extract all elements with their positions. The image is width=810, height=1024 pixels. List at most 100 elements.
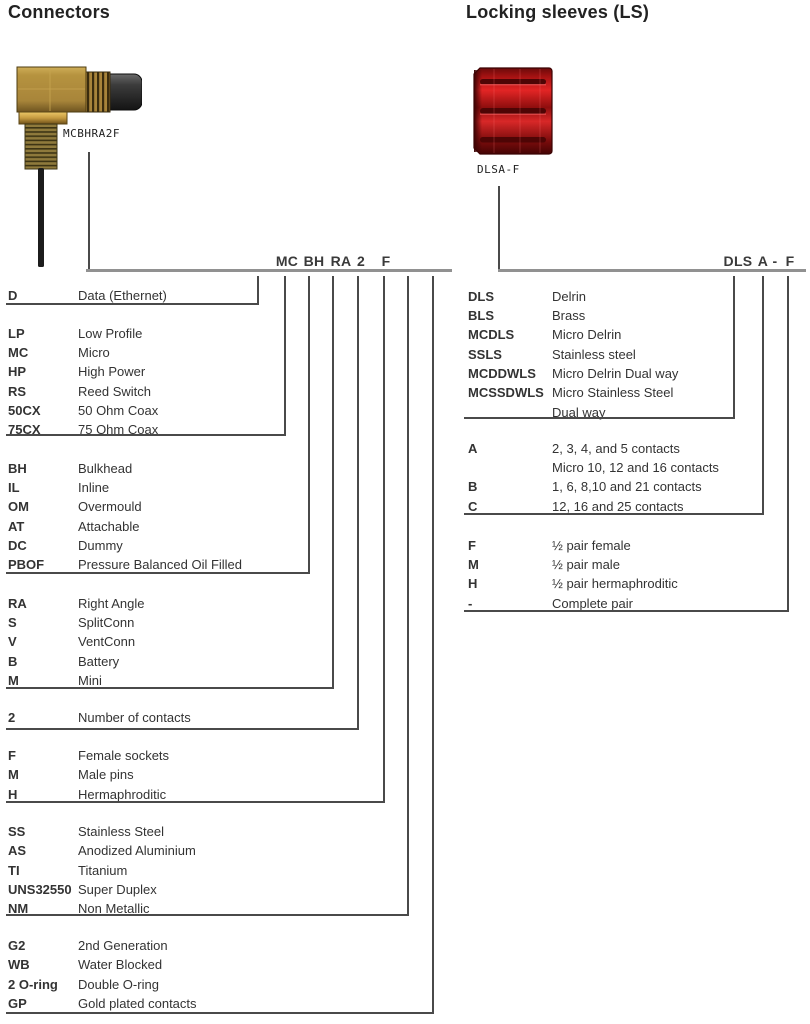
- code-cell: RS: [8, 383, 27, 399]
- code-cell: MCSSDWLS: [468, 385, 544, 401]
- desc-cell: Water Blocked: [78, 957, 163, 973]
- code-cell: A: [468, 440, 478, 456]
- code-cell: M: [8, 672, 19, 688]
- group-underline: [6, 913, 409, 916]
- desc-cell: 12, 16 and 25 contacts: [552, 498, 684, 514]
- code-cell: BLS: [468, 307, 494, 323]
- locking-sleeve-image-label: DLSA-F: [477, 163, 520, 176]
- desc-cell: Dual way: [552, 404, 606, 420]
- part-code-segment: RA: [330, 253, 352, 269]
- desc-cell: ½ pair hermaphroditic: [552, 576, 678, 592]
- code-cell: OM: [8, 499, 29, 515]
- desc-cell: ½ pair female: [552, 537, 631, 553]
- desc-cell: Titanium: [78, 862, 128, 878]
- desc-cell: Battery: [78, 653, 120, 669]
- desc-cell: Number of contacts: [78, 710, 191, 725]
- code-cell: TI: [8, 862, 20, 878]
- desc-cell: Double O-ring: [78, 976, 159, 992]
- part-code-segment: A: [757, 253, 769, 269]
- code-cell: G2: [8, 938, 26, 953]
- desc-cell: Inline: [78, 479, 110, 495]
- group-riser-line: [762, 276, 764, 515]
- code-cell: SSLS: [468, 346, 502, 362]
- group-underline: [6, 571, 310, 574]
- code-cell: AT: [8, 518, 25, 534]
- code-cell: 2 O-ring: [8, 976, 58, 992]
- group-underline: [6, 728, 359, 730]
- group-riser-line: [332, 276, 334, 689]
- part-code-segment: F: [381, 253, 391, 269]
- locking_sleeves-image-stem-line: [498, 186, 500, 269]
- code-cell: LP: [8, 325, 25, 341]
- group-underline: [6, 800, 385, 803]
- connector-image-label: MCBHRA2F: [63, 127, 120, 140]
- code-cell: SS: [8, 824, 26, 839]
- group-riser-line: [357, 276, 359, 730]
- code-cell: M: [8, 767, 19, 783]
- group-riser-line: [787, 276, 789, 612]
- code-cell: H: [8, 786, 18, 802]
- code-cell: MC: [8, 344, 29, 360]
- desc-cell: Reed Switch: [78, 383, 151, 399]
- desc-cell: Non Metallic: [78, 901, 150, 917]
- code-cell: F: [468, 537, 476, 553]
- desc-cell: Dummy: [78, 537, 123, 553]
- code-cell: UNS32550: [8, 882, 72, 898]
- code-cell: B: [468, 479, 478, 495]
- desc-cell: Micro: [78, 344, 110, 360]
- desc-cell: Pressure Balanced Oil Filled: [78, 557, 243, 573]
- code-cell: MCDLS: [468, 327, 515, 343]
- code-cell: M: [468, 556, 479, 572]
- desc-cell: Hermaphroditic: [78, 786, 167, 802]
- desc-cell: Bulkhead: [78, 460, 133, 476]
- desc-cell: Male pins: [78, 767, 134, 783]
- group-underline: [6, 434, 286, 436]
- code-cell: NM: [8, 901, 29, 917]
- code-cell: B: [8, 653, 18, 669]
- desc-cell: Complete pair: [552, 595, 633, 611]
- code-cell: H: [468, 576, 478, 592]
- code-cell: DC: [8, 537, 27, 553]
- group-riser-line: [733, 276, 735, 419]
- code-cell: WB: [8, 957, 30, 973]
- desc-cell: Micro Delrin Dual way: [552, 365, 679, 381]
- group-underline: [464, 610, 789, 612]
- desc-cell: 50 Ohm Coax: [78, 402, 159, 418]
- desc-cell: Stainless steel: [552, 346, 636, 362]
- desc-cell: Low Profile: [78, 325, 143, 341]
- locking_sleeves-main-line: [498, 269, 806, 272]
- code-cell: GP: [8, 996, 27, 1012]
- connector-illustration: [16, 66, 142, 267]
- connectors-main-line: [86, 269, 452, 272]
- code-cell: DLS: [468, 288, 494, 304]
- part-code-segment: BH: [303, 253, 325, 269]
- desc-cell: Delrin: [552, 288, 586, 304]
- code-cell: AS: [8, 843, 27, 859]
- group-riser-line: [284, 276, 286, 436]
- part-code-segment: MC: [275, 253, 299, 269]
- code-cell: C: [468, 498, 478, 514]
- desc-cell: Brass: [552, 307, 586, 323]
- desc-cell: Stainless Steel: [78, 824, 164, 839]
- desc-cell: High Power: [78, 364, 146, 380]
- code-cell: 75CX: [8, 422, 41, 438]
- group-underline: [464, 417, 735, 419]
- code-cell: BH: [8, 460, 27, 476]
- desc-cell: Micro 10, 12 and 16 contacts: [552, 459, 719, 475]
- code-cell: MCDDWLS: [468, 365, 536, 381]
- group-riser-line: [257, 276, 259, 305]
- desc-cell: Mini: [78, 672, 102, 688]
- desc-cell: Super Duplex: [78, 882, 157, 898]
- code-cell: S: [8, 614, 17, 630]
- part-code-segment: -: [772, 253, 778, 269]
- connectors-image-stem-line: [88, 152, 90, 269]
- desc-cell: ½ pair male: [552, 556, 620, 572]
- desc-cell: 1, 6, 8,10 and 21 contacts: [552, 479, 702, 495]
- connectors-heading: Connectors: [8, 2, 111, 22]
- group-riser-line: [432, 276, 434, 1014]
- code-cell: F: [8, 748, 16, 763]
- part-code-segment: 2: [356, 253, 366, 269]
- code-cell: RA: [8, 595, 27, 611]
- code-cell: -: [468, 595, 473, 611]
